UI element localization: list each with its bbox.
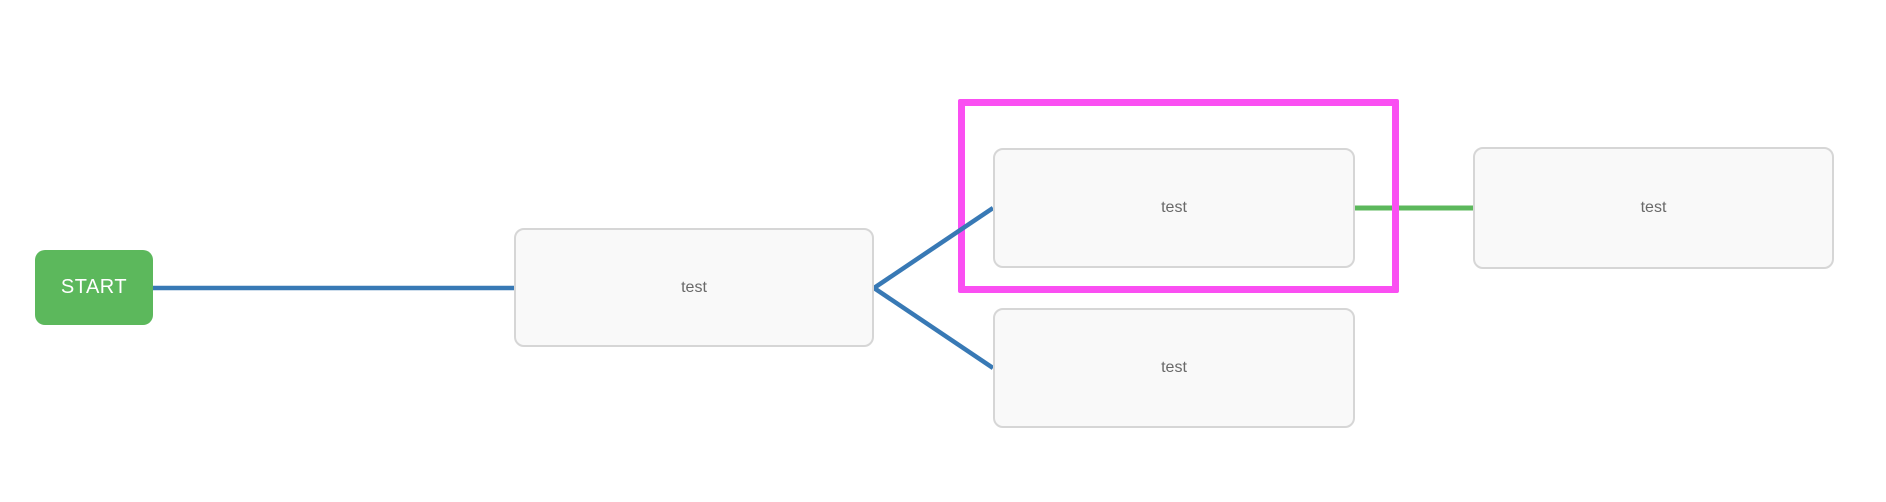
node-label: test	[1640, 199, 1667, 216]
start-node[interactable]: START	[35, 250, 153, 325]
selection-highlight	[958, 99, 1399, 293]
edge-node1-to-node2[interactable]	[872, 206, 995, 290]
start-node-label: START	[60, 276, 128, 298]
edge-node1-to-node3[interactable]	[872, 286, 995, 370]
node-label: test	[681, 278, 707, 296]
flow-node-2-selected[interactable]: test	[993, 148, 1355, 268]
flow-node-1[interactable]: test	[514, 228, 874, 347]
flow-node-3[interactable]: test	[993, 308, 1355, 428]
node-label: test	[1161, 199, 1187, 216]
flow-node-4[interactable]: test	[1473, 147, 1834, 269]
node-label: test	[1161, 359, 1187, 376]
